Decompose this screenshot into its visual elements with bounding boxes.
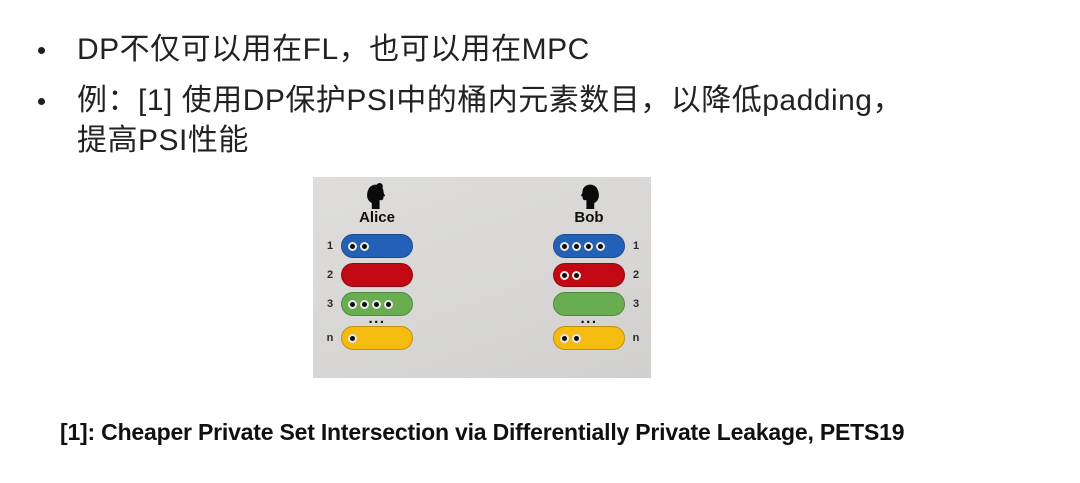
female-silhouette-icon <box>367 183 385 209</box>
bob-bucket-3-pill <box>553 292 625 316</box>
bucket-index-label: 1 <box>326 240 334 252</box>
bob-bucket-2-pill <box>553 263 625 287</box>
bucket-index-label: n <box>632 332 640 344</box>
alice-bucket-3: 3 <box>319 292 413 316</box>
bucket-index-label: 3 <box>632 298 640 310</box>
bullet-item-1: DP不仅可以用在FL，也可以用在MPC <box>38 30 1038 70</box>
bullet-text-2: 例：[1] 使用DP保护PSI中的桶内元素数目，以降低padding， 提高PS… <box>77 81 903 161</box>
party-name-alice: Alice <box>359 209 395 226</box>
alice-bucket-3-pill <box>341 292 413 316</box>
bucket-index-label: 2 <box>632 269 640 281</box>
bullet-1-line-1: DP不仅可以用在FL，也可以用在MPC <box>77 33 590 66</box>
party-bob: Bob 1 2 3 ... n <box>553 183 647 350</box>
alice-bucket-1: 1 <box>319 234 413 258</box>
bullet-list: DP不仅可以用在FL，也可以用在MPC 例：[1] 使用DP保护PSI中的桶内元… <box>38 30 1038 172</box>
bucket-element-dot <box>596 241 605 251</box>
bullet-2-line-2: 提高PSI性能 <box>77 124 249 157</box>
bucket-index-label: 3 <box>326 298 334 310</box>
bucket-element-dot <box>560 241 569 251</box>
bucket-element-dot <box>572 241 581 251</box>
bucket-element-dot <box>348 333 357 343</box>
party-alice: Alice 1 2 3 ... n <box>319 183 413 350</box>
bullet-text-1: DP不仅可以用在FL，也可以用在MPC <box>77 30 590 70</box>
bucket-element-dot <box>372 299 381 309</box>
bucket-element-dot <box>560 333 569 343</box>
alice-bucket-1-pill <box>341 234 413 258</box>
alice-header: Alice <box>341 183 413 226</box>
psi-buckets-figure: Alice 1 2 3 ... n Bob 1 <box>313 177 651 378</box>
bob-bucket-3: 3 <box>553 292 647 316</box>
citation-reference: [1]: Cheaper Private Set Intersection vi… <box>60 419 905 445</box>
bucket-element-dot <box>384 299 393 309</box>
bucket-element-dot <box>348 241 357 251</box>
bullet-item-2: 例：[1] 使用DP保护PSI中的桶内元素数目，以降低padding， 提高PS… <box>38 81 1038 161</box>
bucket-element-dot <box>560 270 569 280</box>
bob-bucket-n-pill <box>553 326 625 350</box>
bob-ellipsis: ... <box>580 310 598 327</box>
male-silhouette-icon <box>581 184 599 209</box>
party-name-bob: Bob <box>574 209 604 226</box>
bucket-element-dot <box>584 241 593 251</box>
bob-bucket-n: n <box>553 326 647 350</box>
bucket-index-label: 1 <box>632 240 640 252</box>
bucket-index-label: 2 <box>326 269 334 281</box>
alice-bucket-2: 2 <box>319 263 413 287</box>
bob-bucket-1: 1 <box>553 234 647 258</box>
bob-header: Bob <box>553 183 625 226</box>
bucket-element-dot <box>572 333 581 343</box>
alice-bucket-2-pill <box>341 263 413 287</box>
bucket-index-label: n <box>326 332 334 344</box>
bucket-element-dot <box>572 270 581 280</box>
bullet-marker <box>38 81 77 161</box>
bucket-element-dot <box>360 299 369 309</box>
bullet-marker <box>38 30 77 70</box>
alice-bucket-n: n <box>319 326 413 350</box>
bullet-2-line-1: 例：[1] 使用DP保护PSI中的桶内元素数目，以降低padding， <box>77 84 903 117</box>
bob-bucket-1-pill <box>553 234 625 258</box>
bucket-element-dot <box>348 299 357 309</box>
bob-bucket-2: 2 <box>553 263 647 287</box>
bucket-element-dot <box>360 241 369 251</box>
alice-bucket-n-pill <box>341 326 413 350</box>
alice-ellipsis: ... <box>368 310 386 327</box>
